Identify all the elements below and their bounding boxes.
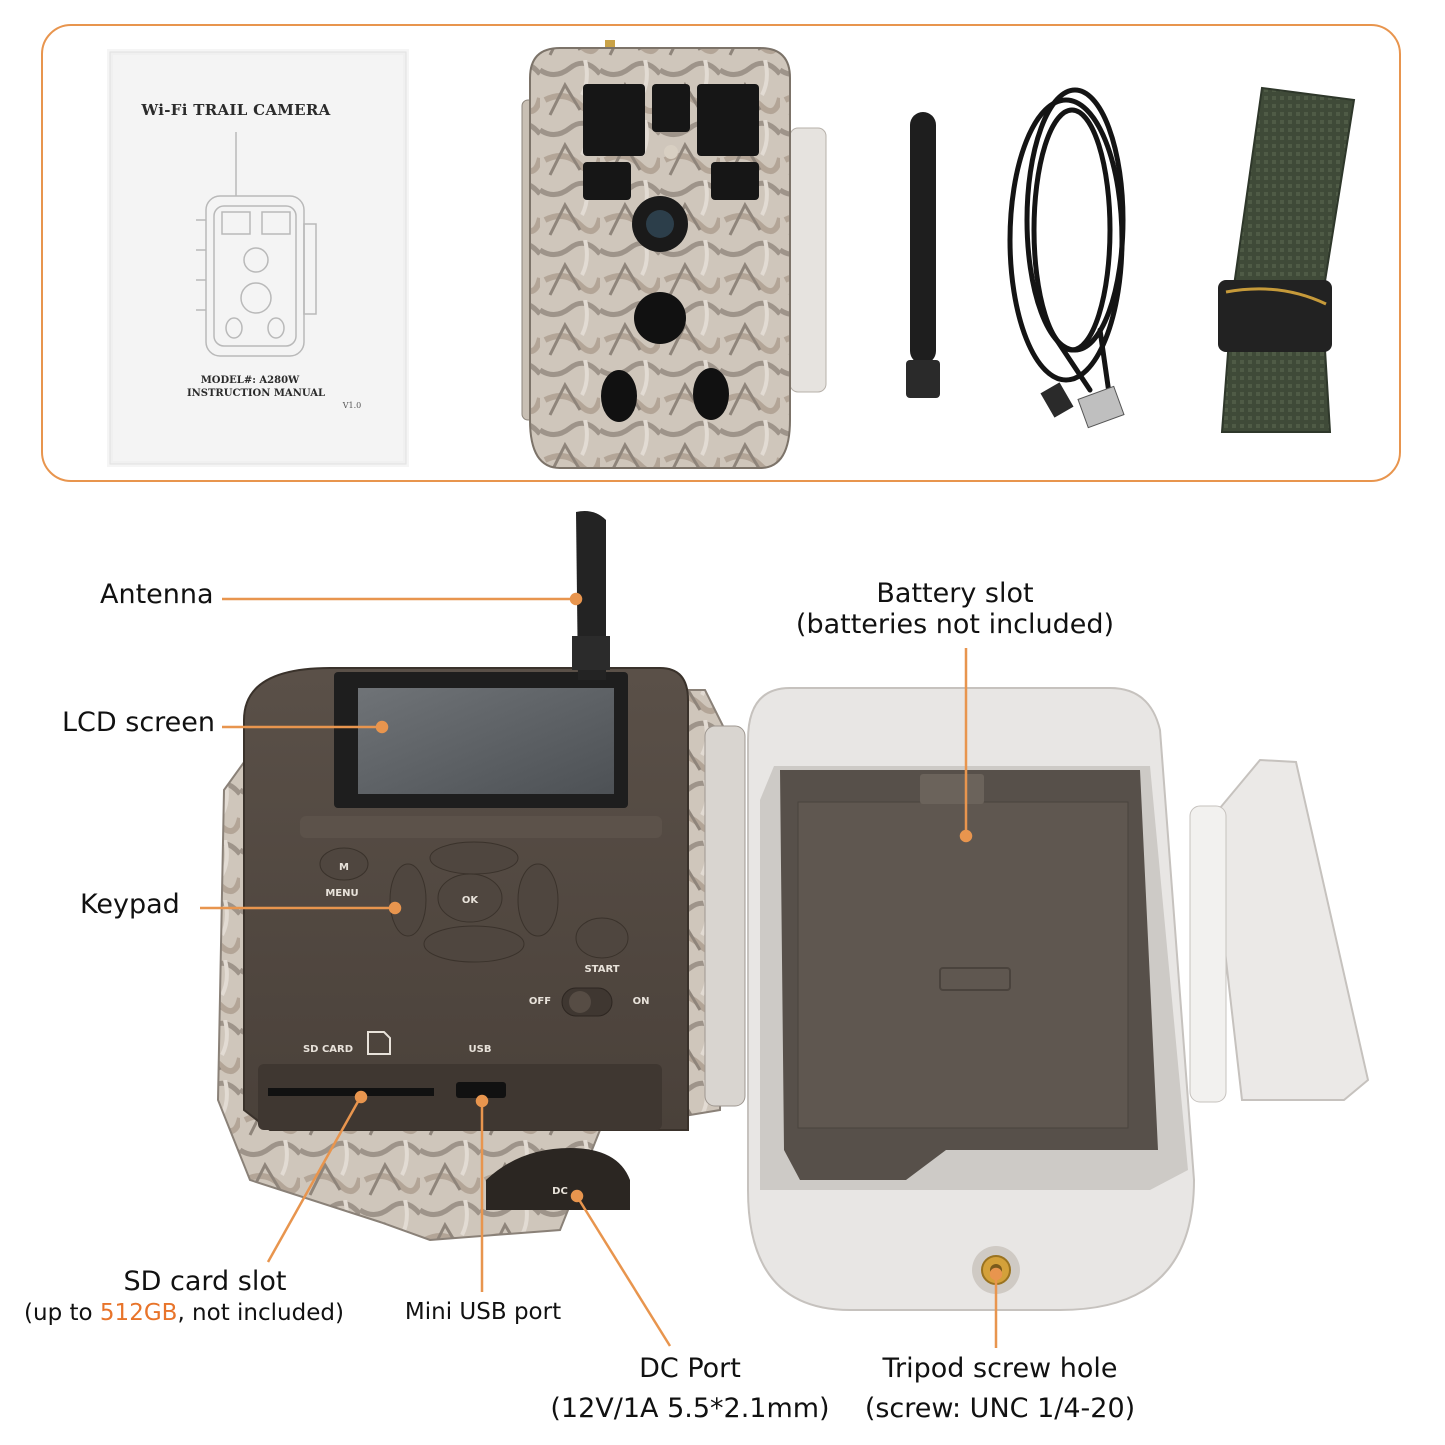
label-lcd-screen: LCD screen xyxy=(62,707,216,738)
menu-button-letter: M xyxy=(339,862,349,873)
down-button[interactable] xyxy=(423,925,525,963)
keypad-grip xyxy=(300,816,662,838)
mounting-strap-image xyxy=(1218,86,1356,433)
start-button[interactable] xyxy=(575,917,629,959)
package-contents-frame xyxy=(41,24,1401,482)
right-button[interactable] xyxy=(517,863,559,937)
sd-card-slot[interactable] xyxy=(268,1088,434,1096)
usb-print: USB xyxy=(469,1044,492,1055)
dc-print: DC xyxy=(552,1186,568,1197)
usb-cable-image xyxy=(1007,87,1126,403)
mini-usb-port[interactable] xyxy=(456,1082,506,1098)
label-antenna: Antenna xyxy=(100,579,214,610)
lcd-screen xyxy=(358,688,614,794)
sd-card-print: SD CARD xyxy=(303,1044,353,1055)
manual-version: V1.0 xyxy=(342,401,362,410)
menu-label: MENU xyxy=(325,888,358,899)
start-label: START xyxy=(584,964,619,975)
usb-plug-a-icon xyxy=(1077,385,1125,429)
sd-card-icon xyxy=(367,1031,391,1055)
power-switch-knob[interactable] xyxy=(569,991,591,1013)
battery-latch xyxy=(920,774,984,804)
up-button[interactable] xyxy=(429,841,519,875)
label-battery-note: (batteries not included) xyxy=(795,609,1115,640)
label-tripod: Tripod screw hole xyxy=(882,1353,1118,1384)
label-mini-usb-port: Mini USB port xyxy=(404,1299,562,1325)
instruction-manual: Wi-Fi TRAIL CAMERA MODEL#: A280W INSTRUC… xyxy=(107,49,409,467)
usb-plug-mini-icon xyxy=(1040,382,1074,418)
hinge xyxy=(704,725,746,1107)
battery-icon xyxy=(939,967,1011,991)
label-dc-port-spec: (12V/1A 5.5*2.1mm) xyxy=(550,1393,830,1424)
trail-camera-front-image xyxy=(521,40,827,469)
sd-note-prefix: (up to xyxy=(24,1300,100,1326)
menu-button[interactable] xyxy=(319,847,369,881)
ok-button[interactable] xyxy=(437,873,503,923)
manual-camera-drawing-icon xyxy=(196,132,317,357)
label-battery-slot: Battery slot xyxy=(876,578,1034,609)
battery-tray xyxy=(797,801,1129,1129)
ok-button-label: OK xyxy=(462,895,480,906)
sd-note-capacity: 512GB xyxy=(99,1300,178,1326)
on-label: ON xyxy=(633,996,650,1007)
label-tripod-spec: (screw: UNC 1/4-20) xyxy=(864,1393,1136,1424)
antenna-accessory-image xyxy=(906,112,940,398)
manual-subtitle: INSTRUCTION MANUAL xyxy=(187,388,325,399)
label-sd-card-note: (up to 512GB, not included) xyxy=(8,1300,360,1326)
off-label: OFF xyxy=(529,996,551,1007)
dc-port-cap[interactable] xyxy=(486,1148,630,1210)
manual-title: Wi-Fi TRAIL CAMERA xyxy=(140,101,330,119)
label-dc-port: DC Port xyxy=(639,1353,741,1384)
label-sd-card-slot: SD card slot xyxy=(123,1266,287,1297)
door-hinge xyxy=(1189,805,1227,1103)
label-keypad: Keypad xyxy=(80,889,180,920)
callout-lines xyxy=(200,592,1003,1348)
sd-note-suffix: , not included) xyxy=(177,1300,344,1326)
door-clip[interactable] xyxy=(1208,758,1370,1101)
left-button[interactable] xyxy=(389,863,427,937)
antenna-base xyxy=(572,636,610,670)
manual-model: MODEL#: A280W xyxy=(201,375,300,386)
